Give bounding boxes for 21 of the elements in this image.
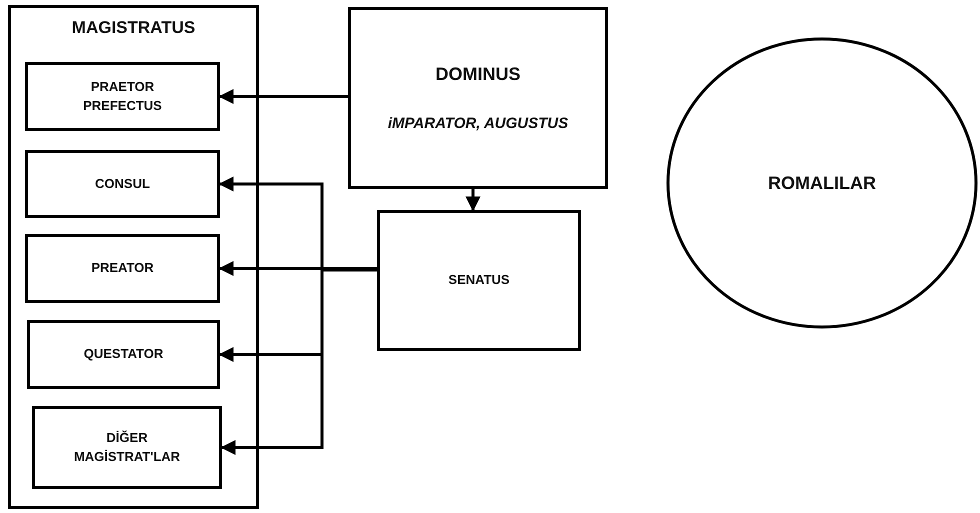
node-label: DOMINUS — [434, 63, 522, 86]
process-box — [348, 7, 608, 189]
node-label: ROMALILAR — [767, 172, 877, 195]
node-label: DİĞER MAGİSTRAT'LAR — [72, 428, 182, 466]
node-label: PREATOR — [90, 259, 155, 278]
node-label: MAGISTRATUS — [70, 17, 196, 39]
node-sublabel: iMPARATOR, AUGUSTUS — [386, 114, 570, 134]
arrow — [218, 89, 348, 104]
arrow — [466, 189, 480, 212]
node-label: SENATUS — [447, 271, 511, 290]
process-box — [27, 320, 220, 389]
node-label: QUESTATOR — [82, 345, 164, 364]
process-box — [25, 234, 220, 303]
process-box — [25, 150, 220, 218]
process-box — [25, 62, 220, 131]
node-label: PRAETOR PREFECTUS — [82, 78, 163, 114]
process-box — [377, 210, 581, 351]
node-label: CONSUL — [94, 174, 151, 193]
group-box — [8, 5, 259, 509]
arrow — [218, 261, 377, 276]
process-box — [32, 406, 222, 489]
